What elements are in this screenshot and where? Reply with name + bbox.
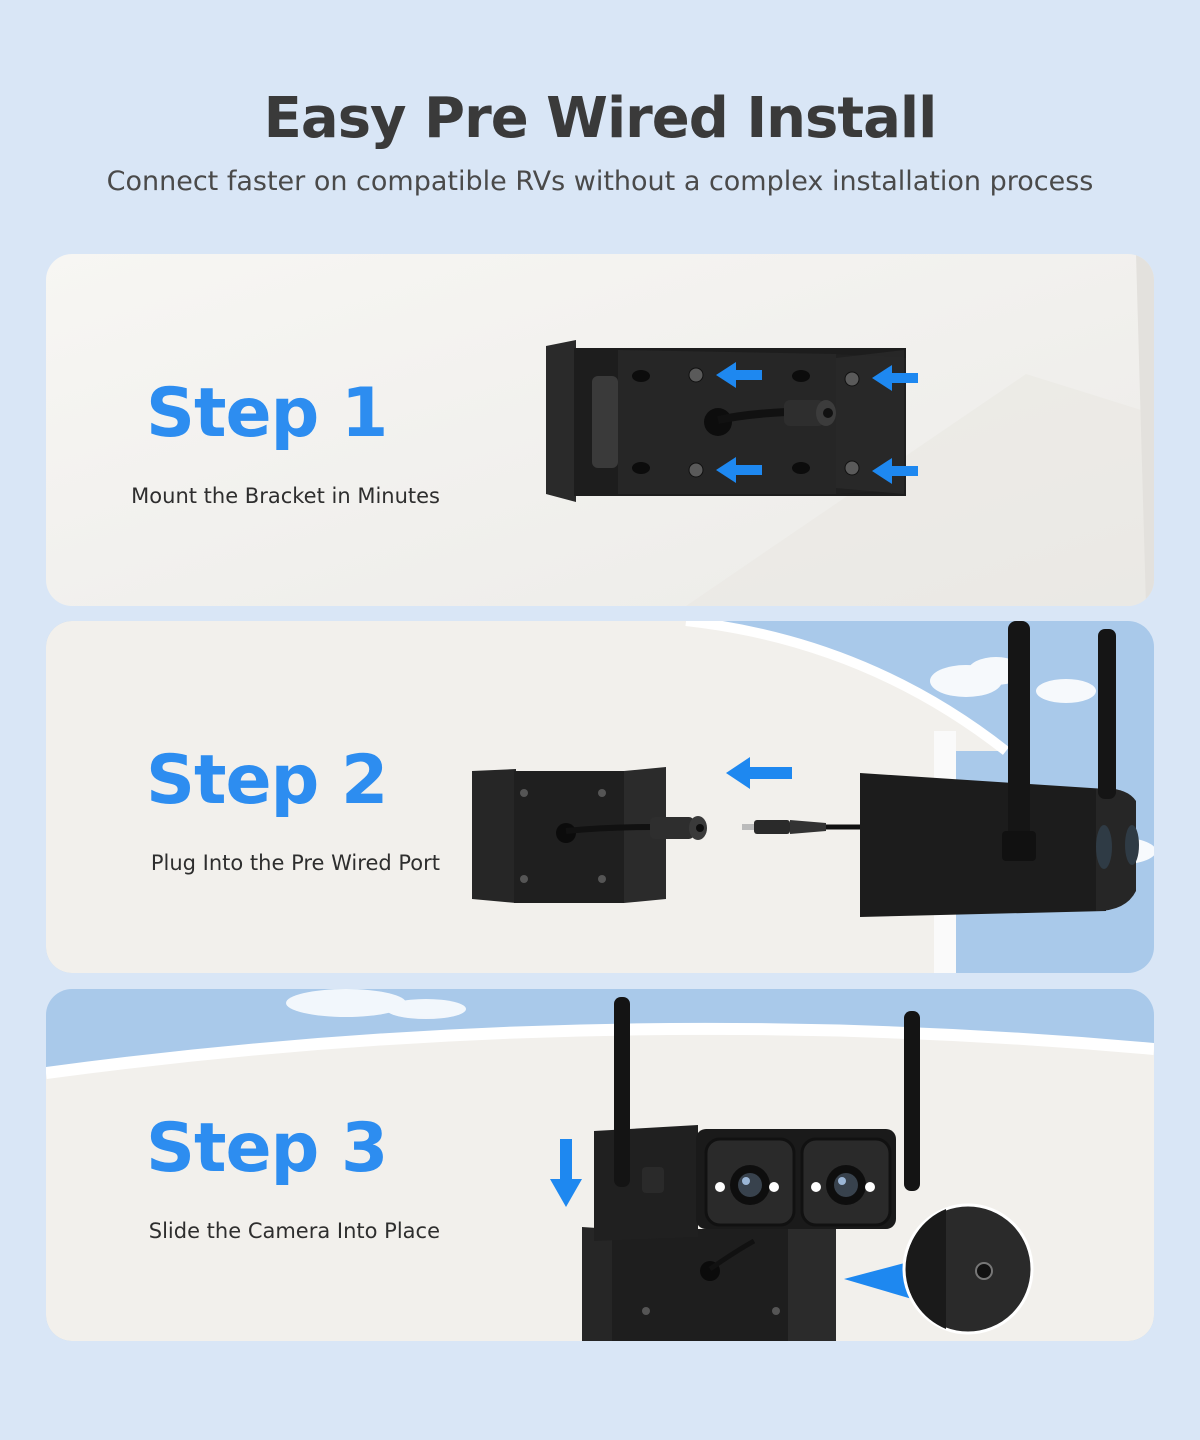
step-1-description: Mount the Bracket in Minutes [131, 484, 440, 508]
page-subtitle: Connect faster on compatible RVs without… [106, 166, 1094, 197]
camera-plug [742, 820, 861, 834]
bracket [582, 1225, 836, 1341]
camera [594, 997, 920, 1241]
page-title: Easy Pre Wired Install [263, 86, 938, 151]
step-2-description: Plug Into the Pre Wired Port [150, 851, 440, 875]
arrow-left-icon [726, 757, 792, 789]
step-3-description: Slide the Camera Into Place [148, 1219, 440, 1243]
step-1-illustration [46, 254, 1154, 606]
arrow-left-icon [872, 458, 918, 484]
step-3-title: Step 3 [146, 1109, 388, 1188]
step-1-title: Step 1 [146, 374, 388, 453]
zoom-callout [844, 1203, 1034, 1335]
step-2-title: Step 2 [146, 741, 388, 820]
arrow-left-icon [872, 365, 918, 391]
step-2-illustration [46, 621, 1154, 973]
arrow-left-icon [716, 362, 762, 388]
camera [860, 621, 1139, 917]
step-2-card: Step 2 Plug Into the Pre Wired Port [46, 621, 1154, 973]
bracket [546, 340, 906, 502]
bracket [472, 767, 707, 903]
step-3-illustration [46, 989, 1154, 1341]
arrow-left-icon [716, 457, 762, 483]
step-1-card: Step 1 Mount the Bracket in Minutes [46, 254, 1154, 606]
step-3-card: Step 3 Slide the Camera Into Place [46, 989, 1154, 1341]
arrow-down-icon [550, 1139, 582, 1207]
